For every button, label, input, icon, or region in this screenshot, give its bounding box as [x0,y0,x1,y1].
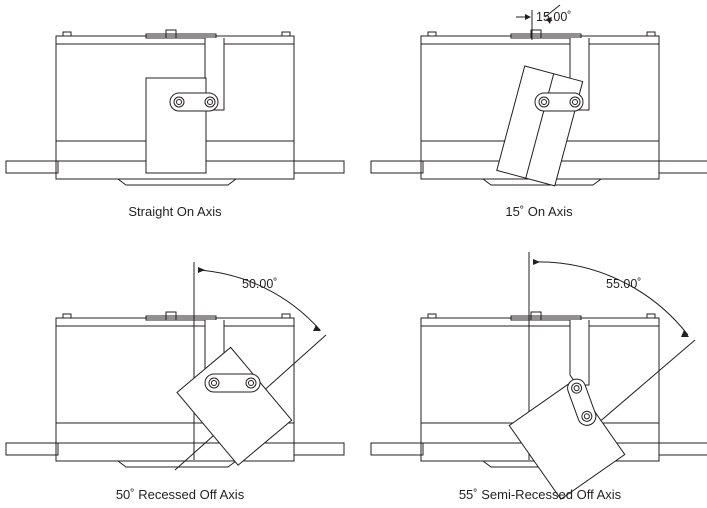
angle-label-55: 55.00˚ [606,277,641,291]
panel-50-recessed-off-axis: 50.00˚ 50˚ Recessed Off Axis [5,262,345,502]
caption-15-on-axis: 15˚ On Axis [505,204,573,219]
angle-label-15: 15.00˚ [536,10,571,24]
pivot-link [567,378,597,426]
panel-straight-on-axis: Straight On Axis [5,29,345,219]
caption-55-semi-recessed-off-axis: 55˚ Semi-Recessed Off Axis [459,487,622,502]
panel-15-on-axis: 15.00˚ 15˚ On Axis [370,4,707,219]
angle-label-50: 50.00˚ [242,277,277,291]
pivot-link [534,92,584,112]
pivot-link [169,92,219,112]
pivot-link [204,373,261,393]
panel-55-semi-recessed-off-axis: 55.00˚ 55˚ Semi-Recessed Off Axis [370,252,707,502]
caption-straight-on-axis: Straight On Axis [128,204,222,219]
caption-50-recessed-off-axis: 50˚ Recessed Off Axis [116,487,245,502]
